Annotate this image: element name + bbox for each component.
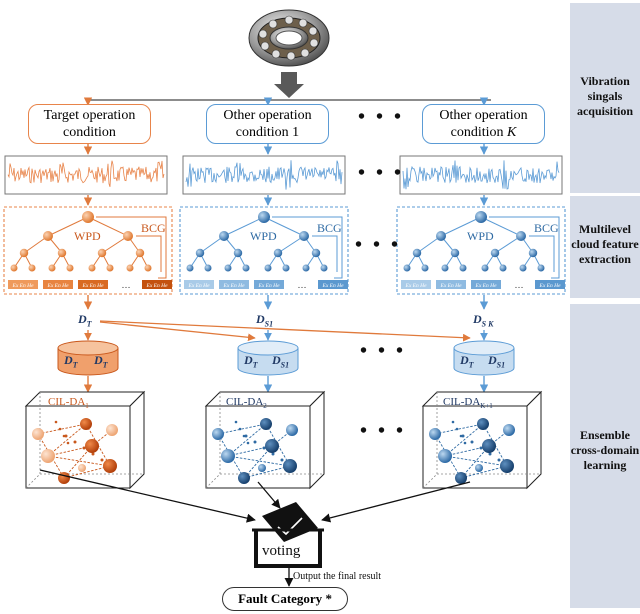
feature-leaf-label: Ex En He bbox=[11, 283, 34, 289]
fault-category-box: Fault Category * bbox=[222, 587, 348, 611]
bcg-label: BCG bbox=[534, 221, 559, 235]
bcg-label: BCG bbox=[317, 221, 342, 235]
signal-other1 bbox=[182, 155, 346, 195]
dataset-otherK-label: DS K bbox=[473, 312, 494, 329]
feature-frame-other1 bbox=[179, 206, 349, 295]
feature-leaf-label: Ex En He bbox=[321, 283, 344, 289]
cyl-other1-left: DT bbox=[244, 353, 258, 370]
condition-target-line2: condition bbox=[63, 125, 116, 140]
feature-leaf-ellipsis: … bbox=[122, 280, 131, 290]
ballot-box-icon bbox=[252, 502, 324, 568]
feature-leaf-box bbox=[318, 280, 348, 289]
stage-label-extraction: Multilevel cloud feature extraction bbox=[571, 222, 639, 266]
wpd-tree-target: WPD BCG Ex En He Ex En He Ex En He Ex En He … bbox=[8, 211, 172, 290]
feature-leaf-box bbox=[8, 280, 38, 289]
condition-other1-line2: condition 1 bbox=[235, 125, 300, 140]
cylinder-otherK bbox=[453, 340, 515, 376]
stage-panel-extraction bbox=[570, 196, 640, 298]
feature-leaf-label: Ex En He bbox=[187, 283, 210, 289]
signal-otherK bbox=[399, 155, 563, 195]
fault-category-label: Fault Category bbox=[238, 591, 323, 606]
feature-arrows bbox=[83, 295, 489, 310]
feature-leaf-box bbox=[254, 280, 284, 289]
voting-arrows bbox=[39, 469, 471, 587]
output-label: Output the final result bbox=[293, 571, 382, 582]
feature-leaf-box bbox=[184, 280, 214, 289]
cil-da-k1-label: CIL-DAK+1 bbox=[443, 396, 493, 411]
dataset-target-label: DT bbox=[78, 312, 92, 329]
feature-leaf-label: Ex En He bbox=[538, 283, 561, 289]
feature-leaf-box bbox=[436, 280, 466, 289]
stage-panels bbox=[570, 3, 640, 608]
bcg-label: BCG bbox=[141, 221, 166, 235]
signal-target bbox=[4, 155, 168, 195]
feature-frame-target bbox=[3, 206, 173, 295]
condition-otherK-line1: Other operation bbox=[439, 108, 528, 123]
voting-label: voting bbox=[262, 543, 301, 559]
feature-leaf-box bbox=[471, 280, 501, 289]
wpd-tree-other1: WPD BCG Ex En He Ex En He Ex En He Ex En He … bbox=[184, 211, 348, 290]
stage-label-acquisition: Vibration singals acquisition bbox=[576, 74, 633, 118]
condition-target-box: Target operation condition bbox=[28, 104, 151, 144]
stage-label-learning: Ensemble cross-domain learning bbox=[570, 428, 640, 472]
cylinder-target bbox=[57, 340, 119, 376]
cylinder-arrows bbox=[83, 376, 489, 393]
cil-da-2-label: CIL-DA2 bbox=[226, 396, 267, 411]
condition-otherK-box: Other operation condition K bbox=[422, 104, 545, 144]
feature-leaf-label: Ex En He bbox=[81, 283, 104, 289]
condition-otherK-line2: condition bbox=[450, 125, 508, 140]
dataset-other1-label: DS1 bbox=[256, 312, 274, 329]
acquisition-arrow bbox=[274, 72, 304, 98]
cyl-target-left: DT bbox=[64, 353, 78, 370]
feature-leaf-box bbox=[535, 280, 565, 289]
bearing-icon bbox=[248, 9, 330, 67]
cyl-target-right: DT bbox=[94, 353, 108, 370]
ellipsis-datasets: • • • bbox=[360, 340, 407, 362]
feature-leaf-ellipsis: … bbox=[298, 280, 307, 290]
wpd-label: WPD bbox=[250, 229, 277, 243]
condition-other1-line1: Other operation bbox=[223, 108, 312, 123]
wpd-tree-otherK: WPD BCG Ex En He Ex En He Ex En He Ex En He … bbox=[401, 211, 565, 290]
cube-cil-da-2 bbox=[204, 390, 326, 490]
feature-frame-otherK bbox=[396, 206, 566, 295]
feature-leaf-box bbox=[43, 280, 73, 289]
feature-leaf-label: Ex En He bbox=[145, 283, 168, 289]
stage-panel-acquisition bbox=[570, 3, 640, 193]
ellipsis-conditions: • • • bbox=[358, 106, 405, 128]
cylinder-other1 bbox=[237, 340, 299, 376]
ellipsis-models: • • • bbox=[360, 420, 407, 442]
wpd-label: WPD bbox=[467, 229, 494, 243]
feature-leaf-box bbox=[219, 280, 249, 289]
cyl-otherK-left: DT bbox=[460, 353, 474, 370]
feature-leaf-label: Ex En He bbox=[474, 283, 497, 289]
feature-leaf-label: Ex En He bbox=[46, 283, 69, 289]
condition-otherK-k: K bbox=[507, 125, 517, 140]
feature-leaf-box bbox=[401, 280, 431, 289]
signal-arrows bbox=[83, 195, 489, 206]
feature-leaf-label: Ex En He bbox=[222, 283, 245, 289]
dataset-arrows bbox=[84, 320, 488, 342]
condition-other1-box: Other operation condition 1 bbox=[206, 104, 329, 144]
fault-category-mark: * bbox=[325, 591, 332, 606]
condition-target-line1: Target operation bbox=[43, 108, 136, 123]
cyl-otherK-right: DS1 bbox=[488, 353, 506, 370]
feature-leaf-label: Ex En He bbox=[439, 283, 462, 289]
feature-leaf-ellipsis: … bbox=[515, 280, 524, 290]
cil-da-1-label: CIL-DA1 bbox=[48, 396, 89, 411]
cube-cil-da-k1 bbox=[421, 390, 543, 490]
wpd-label: WPD bbox=[74, 229, 101, 243]
cyl-other1-right: DS1 bbox=[272, 353, 290, 370]
feature-leaf-label: Ex En He bbox=[404, 283, 427, 289]
feature-leaf-box bbox=[78, 280, 108, 289]
condition-arrows bbox=[83, 143, 489, 155]
feature-leaf-label: Ex En He bbox=[257, 283, 280, 289]
ellipsis-features: • • • bbox=[355, 234, 402, 256]
feature-leaf-box bbox=[142, 280, 172, 289]
ellipsis-signals: • • • bbox=[358, 162, 405, 184]
stage-panel-learning bbox=[570, 304, 640, 608]
